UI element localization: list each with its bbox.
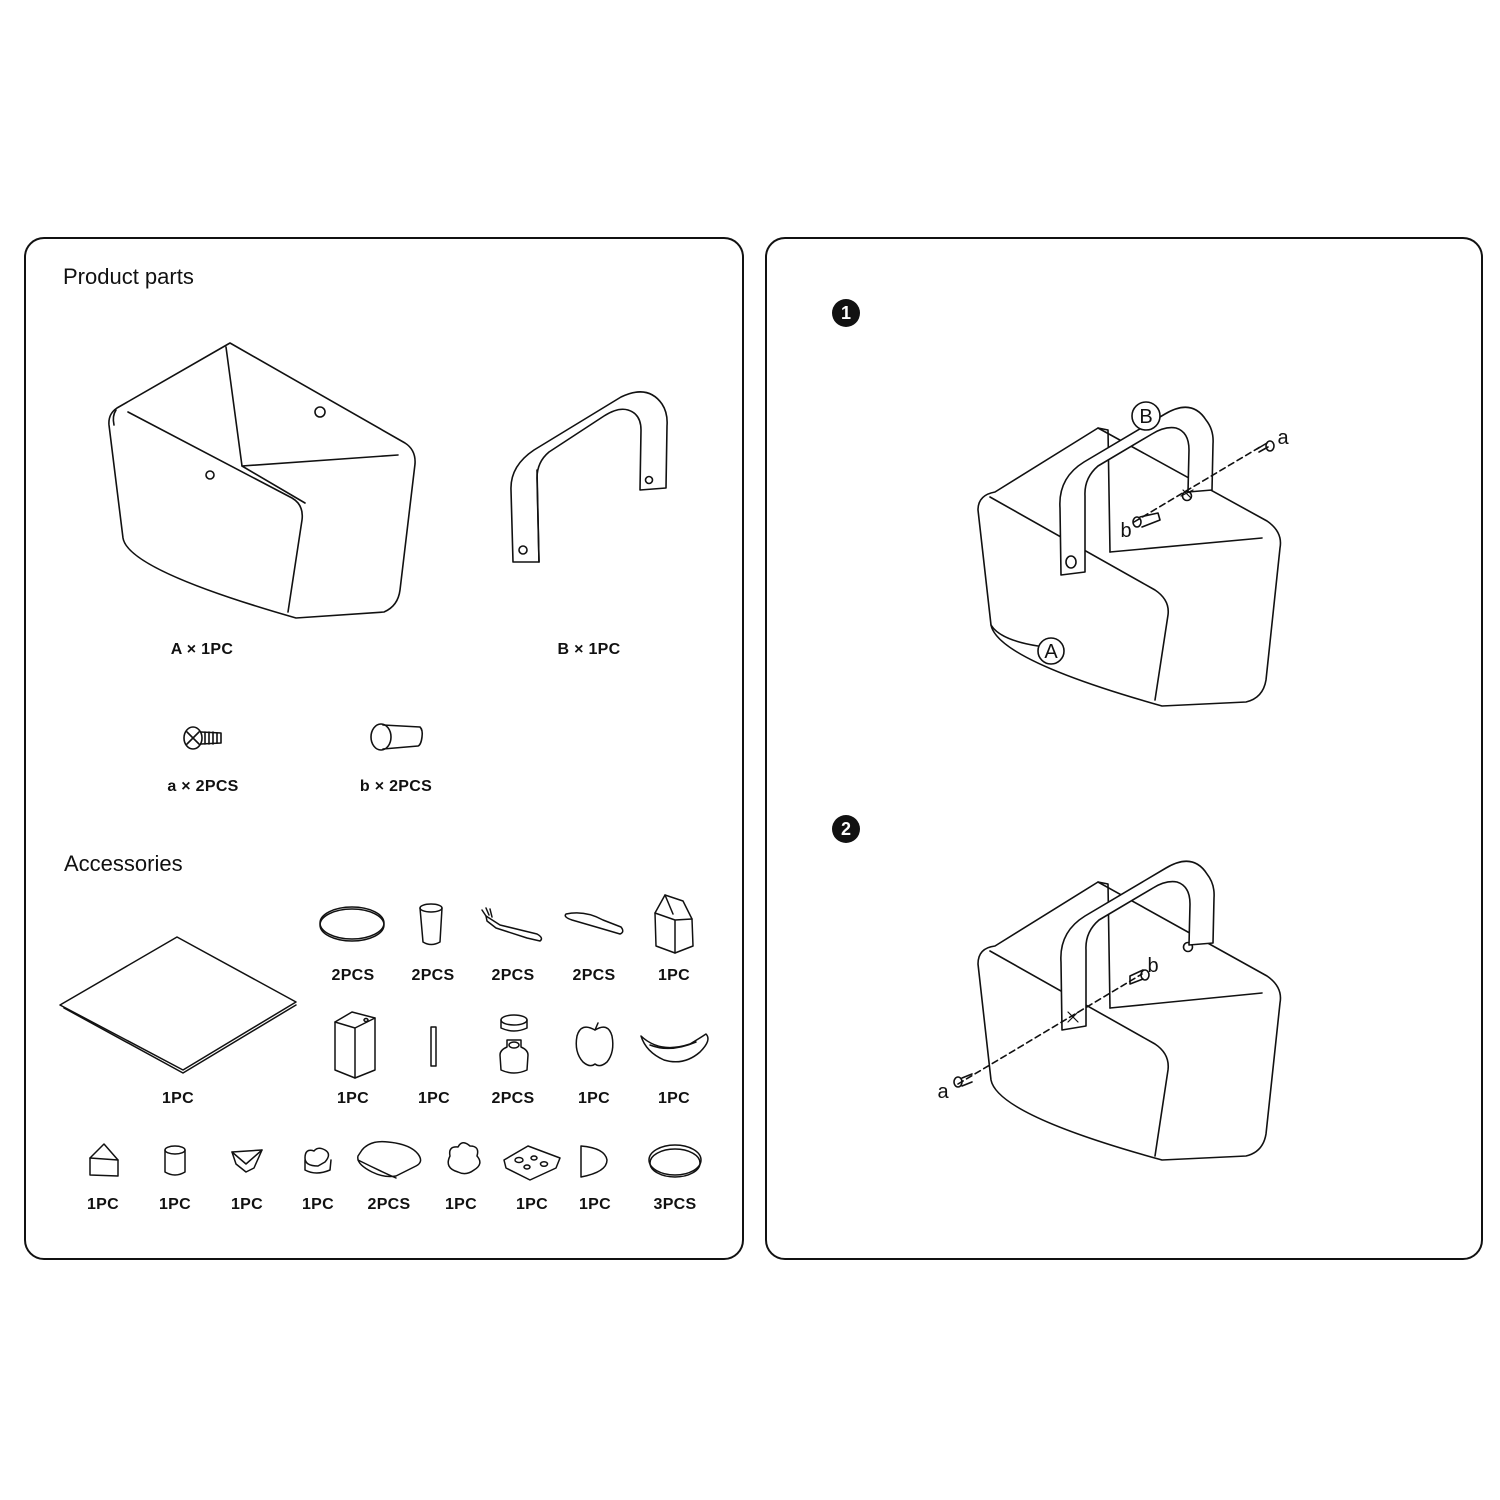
accessory-quantity: 2PCS	[331, 967, 375, 984]
accessory-quantity: 1PC	[230, 1196, 264, 1213]
mat-icon	[60, 937, 296, 1073]
accessory-quantity: 1PC	[336, 1090, 370, 1107]
product-parts-panel	[24, 237, 744, 1260]
accessory-quantity: 1PC	[657, 1090, 691, 1107]
accessory-quantity: 2PCS	[491, 1090, 535, 1107]
accessory-quantity: 1PC	[301, 1196, 335, 1213]
dowel-b-quantity: b × 2PCS	[359, 778, 433, 795]
step-2-assembly-illustration: a b	[937, 861, 1280, 1160]
juice-box-icon	[335, 1012, 375, 1078]
step-2-badge: 2	[832, 815, 860, 843]
heart-cookie-icon	[305, 1148, 331, 1173]
accessory-quantity: 1PC	[158, 1196, 192, 1213]
dowel-part-b-illustration	[371, 724, 422, 750]
product-parts-heading: Product parts	[63, 264, 194, 289]
accessory-quantity: 1PC	[657, 967, 691, 984]
milk-carton-icon	[655, 895, 693, 953]
callout-label-b: b	[1147, 955, 1158, 977]
callout-label-a: a	[937, 1081, 949, 1103]
basket-body-part-a-illustration	[109, 343, 415, 618]
handle-part-b-illustration	[511, 392, 667, 562]
knife-icon	[565, 913, 623, 934]
callout-label-A: A	[1044, 641, 1058, 663]
screw-a-quantity: a × 2PCS	[167, 778, 239, 795]
accessory-quantity: 3PCS	[653, 1196, 697, 1213]
callout-label-B: B	[1139, 406, 1152, 428]
straw-icon	[431, 1027, 436, 1066]
cheese-icon	[504, 1146, 560, 1180]
accessory-quantity: 2PCS	[491, 967, 535, 984]
accessory-quantity: 1PC	[86, 1196, 120, 1213]
accessory-quantity: 2PCS	[367, 1196, 411, 1213]
part-b-quantity: B × 1PC	[557, 641, 621, 658]
part-a-quantity: A × 1PC	[170, 641, 234, 658]
oval-cookie-icon	[649, 1145, 701, 1177]
fork-icon	[482, 908, 541, 941]
accessory-quantity: 1PC	[578, 1196, 612, 1213]
apple-icon	[576, 1023, 613, 1066]
banana-icon	[641, 1034, 708, 1062]
accessories-heading: Accessories	[64, 851, 183, 876]
accessory-quantity: 1PC	[417, 1090, 451, 1107]
jar-icon	[500, 1015, 528, 1073]
step-1-assembly-illustration: B A a b	[978, 402, 1289, 706]
half-circle-icon	[581, 1146, 607, 1177]
bread-slice-icon	[358, 1142, 421, 1178]
accessory-quantity: 1PC	[444, 1196, 478, 1213]
step-1-badge: 1	[832, 299, 860, 327]
cylinder-icon	[165, 1146, 185, 1175]
cake-slice-icon	[90, 1144, 118, 1176]
cup-icon	[420, 904, 442, 945]
accessory-quantity: 2PCS	[572, 967, 616, 984]
accessory-quantity: 1PC	[161, 1090, 195, 1107]
callout-label-b: b	[1120, 520, 1131, 542]
assembly-steps-panel	[765, 237, 1483, 1260]
sandwich-icon	[232, 1150, 262, 1172]
plate-icon	[320, 907, 384, 941]
flower-cookie-icon	[448, 1143, 480, 1174]
accessory-quantity: 1PC	[577, 1090, 611, 1107]
screw-part-a-illustration	[184, 727, 221, 749]
callout-label-a: a	[1277, 427, 1289, 449]
accessory-quantity: 2PCS	[411, 967, 455, 984]
accessory-quantity: 1PC	[515, 1196, 549, 1213]
